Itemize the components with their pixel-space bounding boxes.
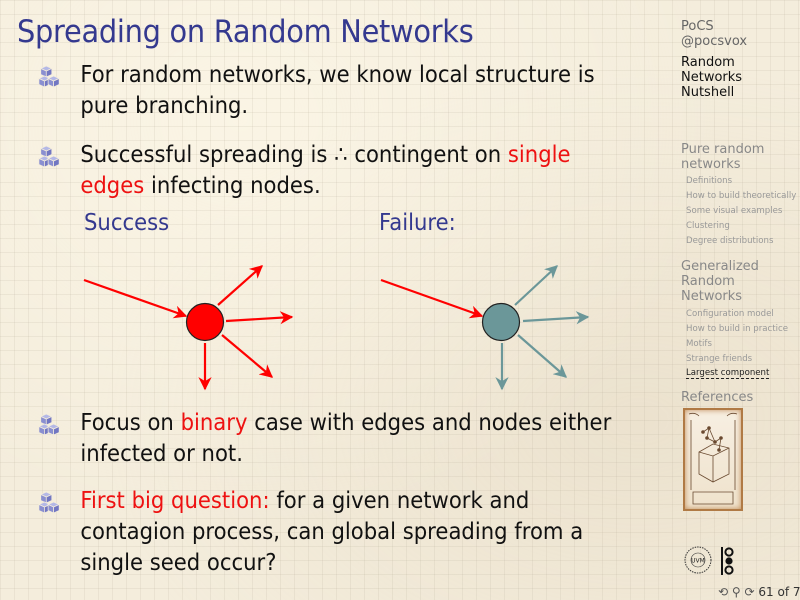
outgoing-edge: [221, 334, 274, 378]
bullet-3-line-2: infected or not.: [80, 441, 243, 467]
slide-title: Spreading on Random Networks: [17, 14, 474, 50]
failure-diagram: [380, 265, 590, 391]
success-diagram: [83, 265, 294, 391]
search-icon[interactable]: ⚲: [731, 585, 741, 599]
success-label: Success: [84, 210, 170, 236]
sidebar-group-pure-random-networks[interactable]: Pure random networks: [681, 142, 765, 172]
cubes-icon: [38, 145, 61, 168]
sidebar-item-some-visual-examples[interactable]: Some visual examples: [686, 206, 783, 216]
incoming-edge: [83, 278, 188, 319]
outgoing-edge: [514, 265, 558, 306]
bullet-4-line-3: single seed occur?: [80, 550, 277, 576]
course-handle[interactable]: @pocsvox: [681, 34, 748, 49]
outgoing-edge: [517, 334, 567, 378]
outgoing-edge: [225, 311, 294, 325]
undo-arrow-icon[interactable]: ⟲: [718, 585, 729, 599]
uvm-seal-icon: UVM: [684, 546, 712, 574]
emphasis-binary: binary: [180, 410, 248, 436]
emphasis-single: single: [507, 142, 571, 168]
emphasis-edges: edges: [80, 173, 145, 199]
cubes-icon: [38, 413, 61, 436]
cubes-icon: [38, 491, 61, 514]
outgoing-edge: [217, 265, 263, 306]
emphasis-first-big-question: First big question:: [80, 488, 270, 514]
sidebar-item-how-to-build-theoretically[interactable]: How to build theoretically: [686, 191, 797, 201]
sidebar-group-generalized-random-networks[interactable]: Generalized Random Networks: [681, 259, 759, 304]
sidebar-item-clustering[interactable]: Clustering: [686, 221, 730, 231]
bullet-1-line-1: For random networks, we know local struc…: [80, 62, 595, 88]
bullet-2-line-1: Successful spreading is ∴ contingent on …: [80, 142, 571, 168]
sidebar-item-how-to-build-in-practice[interactable]: How to build in practice: [686, 324, 789, 334]
slide-pager: ⟲ ⚲ ⟳ 61 of 74: [718, 585, 800, 599]
spreading-diagram: [83, 265, 590, 391]
course-header[interactable]: PoCS @pocsvox: [681, 19, 747, 49]
sidebar-references[interactable]: References: [681, 390, 754, 405]
bullet-3-line-1: Focus on binary case with edges and node…: [80, 410, 612, 436]
book-cover-image[interactable]: [683, 408, 743, 511]
svg-text:UVM: UVM: [691, 558, 705, 565]
sidebar-item-motifs[interactable]: Motifs: [686, 339, 712, 349]
sidebar-item-largest-component[interactable]: Largest component: [686, 368, 770, 379]
bullet-4-line-1: First big question: for a given network …: [80, 488, 530, 514]
sidebar-item-strange-friends[interactable]: Strange friends: [686, 354, 753, 364]
infected-node: [185, 302, 225, 342]
uninfected-node: [481, 302, 521, 342]
sidebar-item-degree-distributions[interactable]: Degree distributions: [686, 236, 774, 246]
current-section[interactable]: Random Networks Nutshell: [681, 55, 743, 100]
bullet-1-line-2: pure branching.: [80, 93, 249, 119]
bullet-4-line-2: contagion process, can global spreading …: [80, 519, 584, 545]
redo-arrow-icon[interactable]: ⟳: [744, 585, 755, 599]
traffic-light-icon: [721, 547, 734, 575]
book-illustration: [688, 412, 738, 505]
outgoing-edge: [522, 311, 590, 325]
bullet-2-line-2: edges infecting nodes.: [80, 173, 321, 199]
cubes-icon: [38, 65, 61, 88]
course-name[interactable]: PoCS: [681, 19, 714, 34]
page-counter: 61 of 74: [758, 585, 800, 599]
failure-label: Failure:: [379, 210, 456, 236]
sidebar-item-definitions[interactable]: Definitions: [686, 176, 733, 186]
incoming-edge: [380, 278, 484, 319]
sidebar-item-configuration-model[interactable]: Configuration model: [686, 309, 774, 319]
